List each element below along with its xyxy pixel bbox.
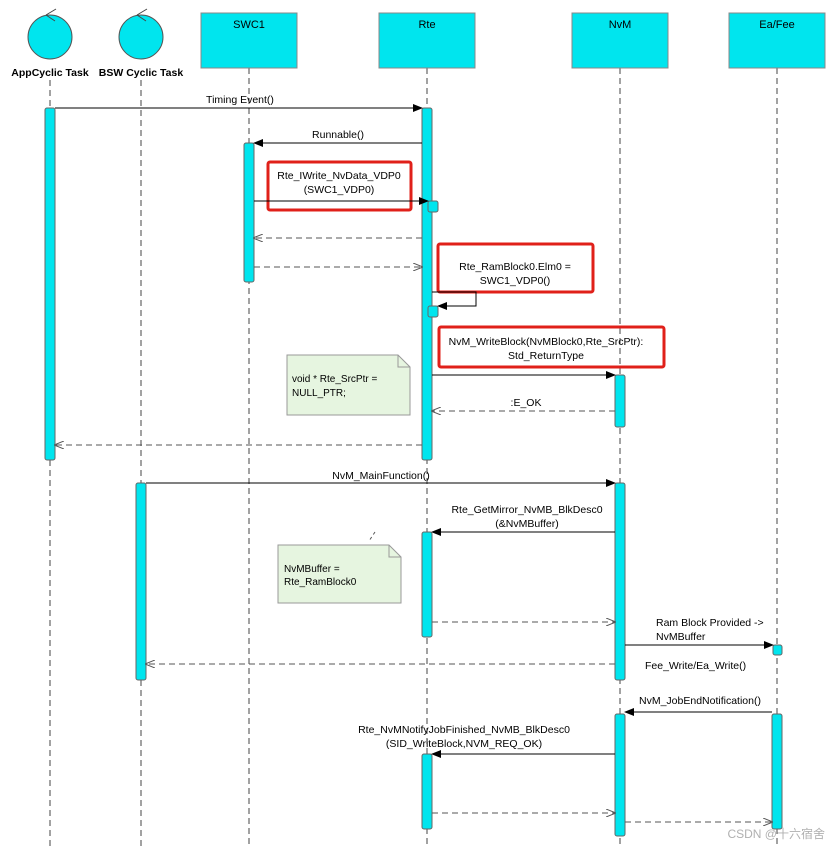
participant-nvm[interactable]: NvM (571, 12, 669, 69)
highlight-box (437, 325, 666, 369)
control-icon (27, 14, 73, 60)
participant-label: SWC1 (233, 19, 265, 31)
message-nvm-mainfunction: NvM_MainFunction() (146, 470, 616, 487)
message-ram-block-provided: Ram Block Provided -> NvMBuffer (625, 617, 774, 649)
activation-rte-2 (421, 531, 433, 638)
svg-text:(&NvMBuffer): (&NvMBuffer) (495, 518, 558, 530)
participant-label: NvM (609, 19, 632, 31)
activation-rte-self-2 (427, 305, 439, 318)
svg-text:Std_ReturnType: Std_ReturnType (508, 350, 584, 362)
participant-bsw-cyclic-task[interactable]: BSW Cyclic Task (99, 8, 184, 79)
activation-nvm-2 (614, 482, 626, 681)
activation-rte-3 (421, 753, 433, 830)
activation-app-cyclic-task (44, 107, 56, 461)
participant-app-cyclic-task[interactable]: AppCyclic Task (11, 8, 89, 79)
svg-text:NvM_JobEndNotification(): NvM_JobEndNotification() (639, 695, 761, 707)
participant-rte[interactable]: Rte (378, 12, 476, 69)
activation-bsw-cyclic-task (135, 482, 147, 681)
participant-ea-fee[interactable]: Ea/Fee (728, 12, 826, 69)
participant-label: Ea/Fee (759, 19, 794, 31)
return-e-ok: :E_OK (432, 397, 615, 411)
svg-text:Rte_IWrite_NvData_VDP0: Rte_IWrite_NvData_VDP0 (277, 170, 401, 182)
activation-rte-1 (421, 107, 433, 461)
svg-text:(SID_WriteBlock,NVM_REQ_OK): (SID_WriteBlock,NVM_REQ_OK) (386, 738, 542, 750)
return-bsw-cyclic: Fee_Write/Ea_Write() (146, 660, 746, 672)
participant-swc1[interactable]: SWC1 (200, 12, 298, 69)
message-getmirror: Rte_GetMirror_NvMB_BlkDesc0 (&NvMBuffer) (431, 504, 615, 536)
control-icon (118, 14, 164, 60)
activation-swc1 (243, 142, 255, 283)
watermark: CSDN @十六宿舍 (727, 826, 825, 841)
svg-text:(SWC1_VDP0): (SWC1_VDP0) (304, 184, 375, 196)
svg-text:NvM_WriteBlock(NvMBlock0,Rte_S: NvM_WriteBlock(NvMBlock0,Rte_SrcPtr): (449, 336, 644, 348)
activation-ea-fee-1 (772, 644, 783, 656)
svg-text:NULL_PTR;: NULL_PTR; (292, 388, 346, 399)
activation-nvm-3 (614, 713, 626, 837)
activation-nvm-1 (614, 374, 626, 428)
note-connector (368, 531, 376, 542)
message-runnable: Runnable() (253, 129, 422, 147)
highlight-box (436, 242, 595, 294)
svg-text:void * Rte_SrcPtr =: void * Rte_SrcPtr = (292, 374, 377, 385)
message-timing-event: Timing Event() (55, 94, 423, 112)
svg-text:Rte_RamBlock0: Rte_RamBlock0 (284, 577, 357, 588)
message-notify-job-finished: Rte_NvMNotifyJobFinished_NvMB_BlkDesc0 (… (358, 724, 615, 758)
svg-text:Ram Block Provided ->: Ram Block Provided -> (656, 617, 764, 629)
svg-text:Fee_Write/Ea_Write(): Fee_Write/Ea_Write() (645, 660, 746, 672)
message-nvm-writeblock: NvM_WriteBlock(NvMBlock0,Rte_SrcPtr): St… (432, 325, 666, 379)
svg-text:Rte_RamBlock0.Elm0 =: Rte_RamBlock0.Elm0 = (459, 261, 571, 273)
participant-label: BSW Cyclic Task (99, 67, 184, 79)
note-srcptr: void * Rte_SrcPtr = NULL_PTR; (286, 354, 411, 416)
svg-text:NvMBuffer =: NvMBuffer = (284, 564, 340, 575)
svg-text:Runnable(): Runnable() (312, 129, 364, 141)
activation-rte-self-1 (427, 200, 439, 213)
message-ramblock-assign: Rte_RamBlock0.Elm0 = SWC1_VDP0() (432, 242, 595, 310)
svg-text:SWC1_VDP0(): SWC1_VDP0() (480, 275, 551, 287)
activation-ea-fee-2 (771, 713, 783, 830)
message-jobend-notification: NvM_JobEndNotification() (624, 695, 772, 716)
message-rte-iwrite: Rte_IWrite_NvData_VDP0 (SWC1_VDP0) (254, 160, 429, 212)
svg-text:NvM_MainFunction(): NvM_MainFunction() (332, 470, 429, 482)
svg-text:Rte_NvMNotifyJobFinished_NvMB_: Rte_NvMNotifyJobFinished_NvMB_BlkDesc0 (358, 724, 570, 736)
svg-text:Rte_GetMirror_NvMB_BlkDesc0: Rte_GetMirror_NvMB_BlkDesc0 (451, 504, 602, 516)
note-nvmbuffer: NvMBuffer = Rte_RamBlock0 (277, 544, 402, 604)
svg-text:Timing Event(): Timing Event() (206, 94, 274, 106)
participant-label: Rte (418, 19, 435, 31)
svg-text::E_OK: :E_OK (511, 397, 542, 409)
svg-text:NvMBuffer: NvMBuffer (656, 631, 706, 643)
participant-label: AppCyclic Task (11, 67, 89, 79)
highlight-box (266, 160, 413, 212)
